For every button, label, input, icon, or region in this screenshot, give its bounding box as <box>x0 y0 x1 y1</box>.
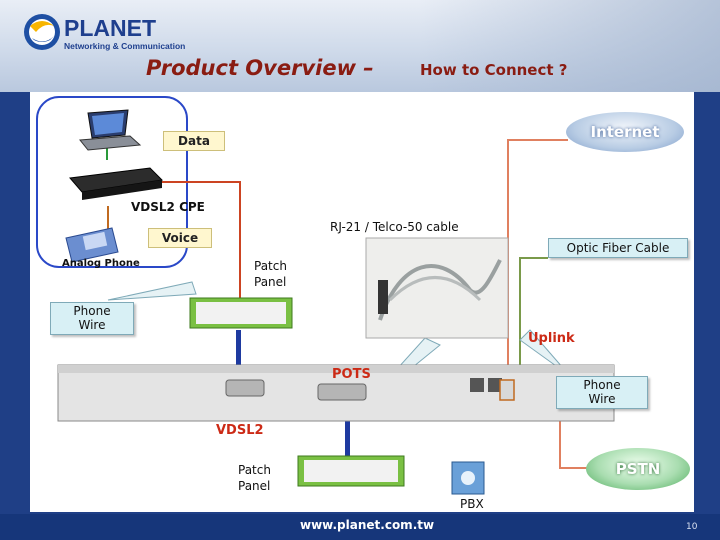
patch-panel-top-label: Patch Panel <box>254 259 287 289</box>
page-subtitle: How to Connect ? <box>420 61 568 79</box>
footer-url[interactable]: www.planet.com.tw <box>300 518 435 532</box>
patch-panel-bottom-icon <box>297 455 405 487</box>
page-number: 10 <box>686 522 698 532</box>
laptop-icon <box>79 109 142 151</box>
phone-wire-right-callout: Phone Wire <box>556 376 648 409</box>
rj21-cable-label: RJ-21 / Telco-50 cable <box>330 220 459 234</box>
telco-cable-photo <box>365 237 509 339</box>
svg-text:Networking & Communication: Networking & Communication <box>64 41 185 51</box>
vdsl2-label: VDSL2 <box>216 423 264 438</box>
footer-bar <box>0 514 720 540</box>
diagram-area <box>30 92 694 512</box>
analog-phone-icon <box>65 227 119 263</box>
svg-text:PLANET: PLANET <box>64 15 156 41</box>
pbx-icon <box>451 461 485 495</box>
patch-panel-bottom-label: Patch Panel <box>238 463 271 493</box>
data-label: Data <box>163 131 225 151</box>
phone-wire-left-callout: Phone Wire <box>50 302 134 335</box>
planet-logo: PLANET Networking & Communication <box>24 14 185 51</box>
patch-panel-top-icon <box>189 297 293 329</box>
internet-cloud: Internet <box>566 112 684 152</box>
pots-label: POTS <box>332 367 371 382</box>
analog-phone-label: Analog Phone <box>62 258 140 269</box>
cpe-router-icon <box>69 167 164 200</box>
page-title: Product Overview – <box>146 56 374 80</box>
pbx-label: PBX <box>460 497 484 511</box>
pstn-cloud: PSTN <box>586 448 690 490</box>
ip-dslam-switch <box>57 364 615 422</box>
vdsl2-cpe-label: VDSL2 CPE <box>131 200 205 214</box>
uplink-label: Uplink <box>528 331 575 346</box>
optic-fiber-label: Optic Fiber Cable <box>548 238 688 258</box>
header-photo <box>420 0 720 92</box>
voice-label: Voice <box>148 228 212 248</box>
